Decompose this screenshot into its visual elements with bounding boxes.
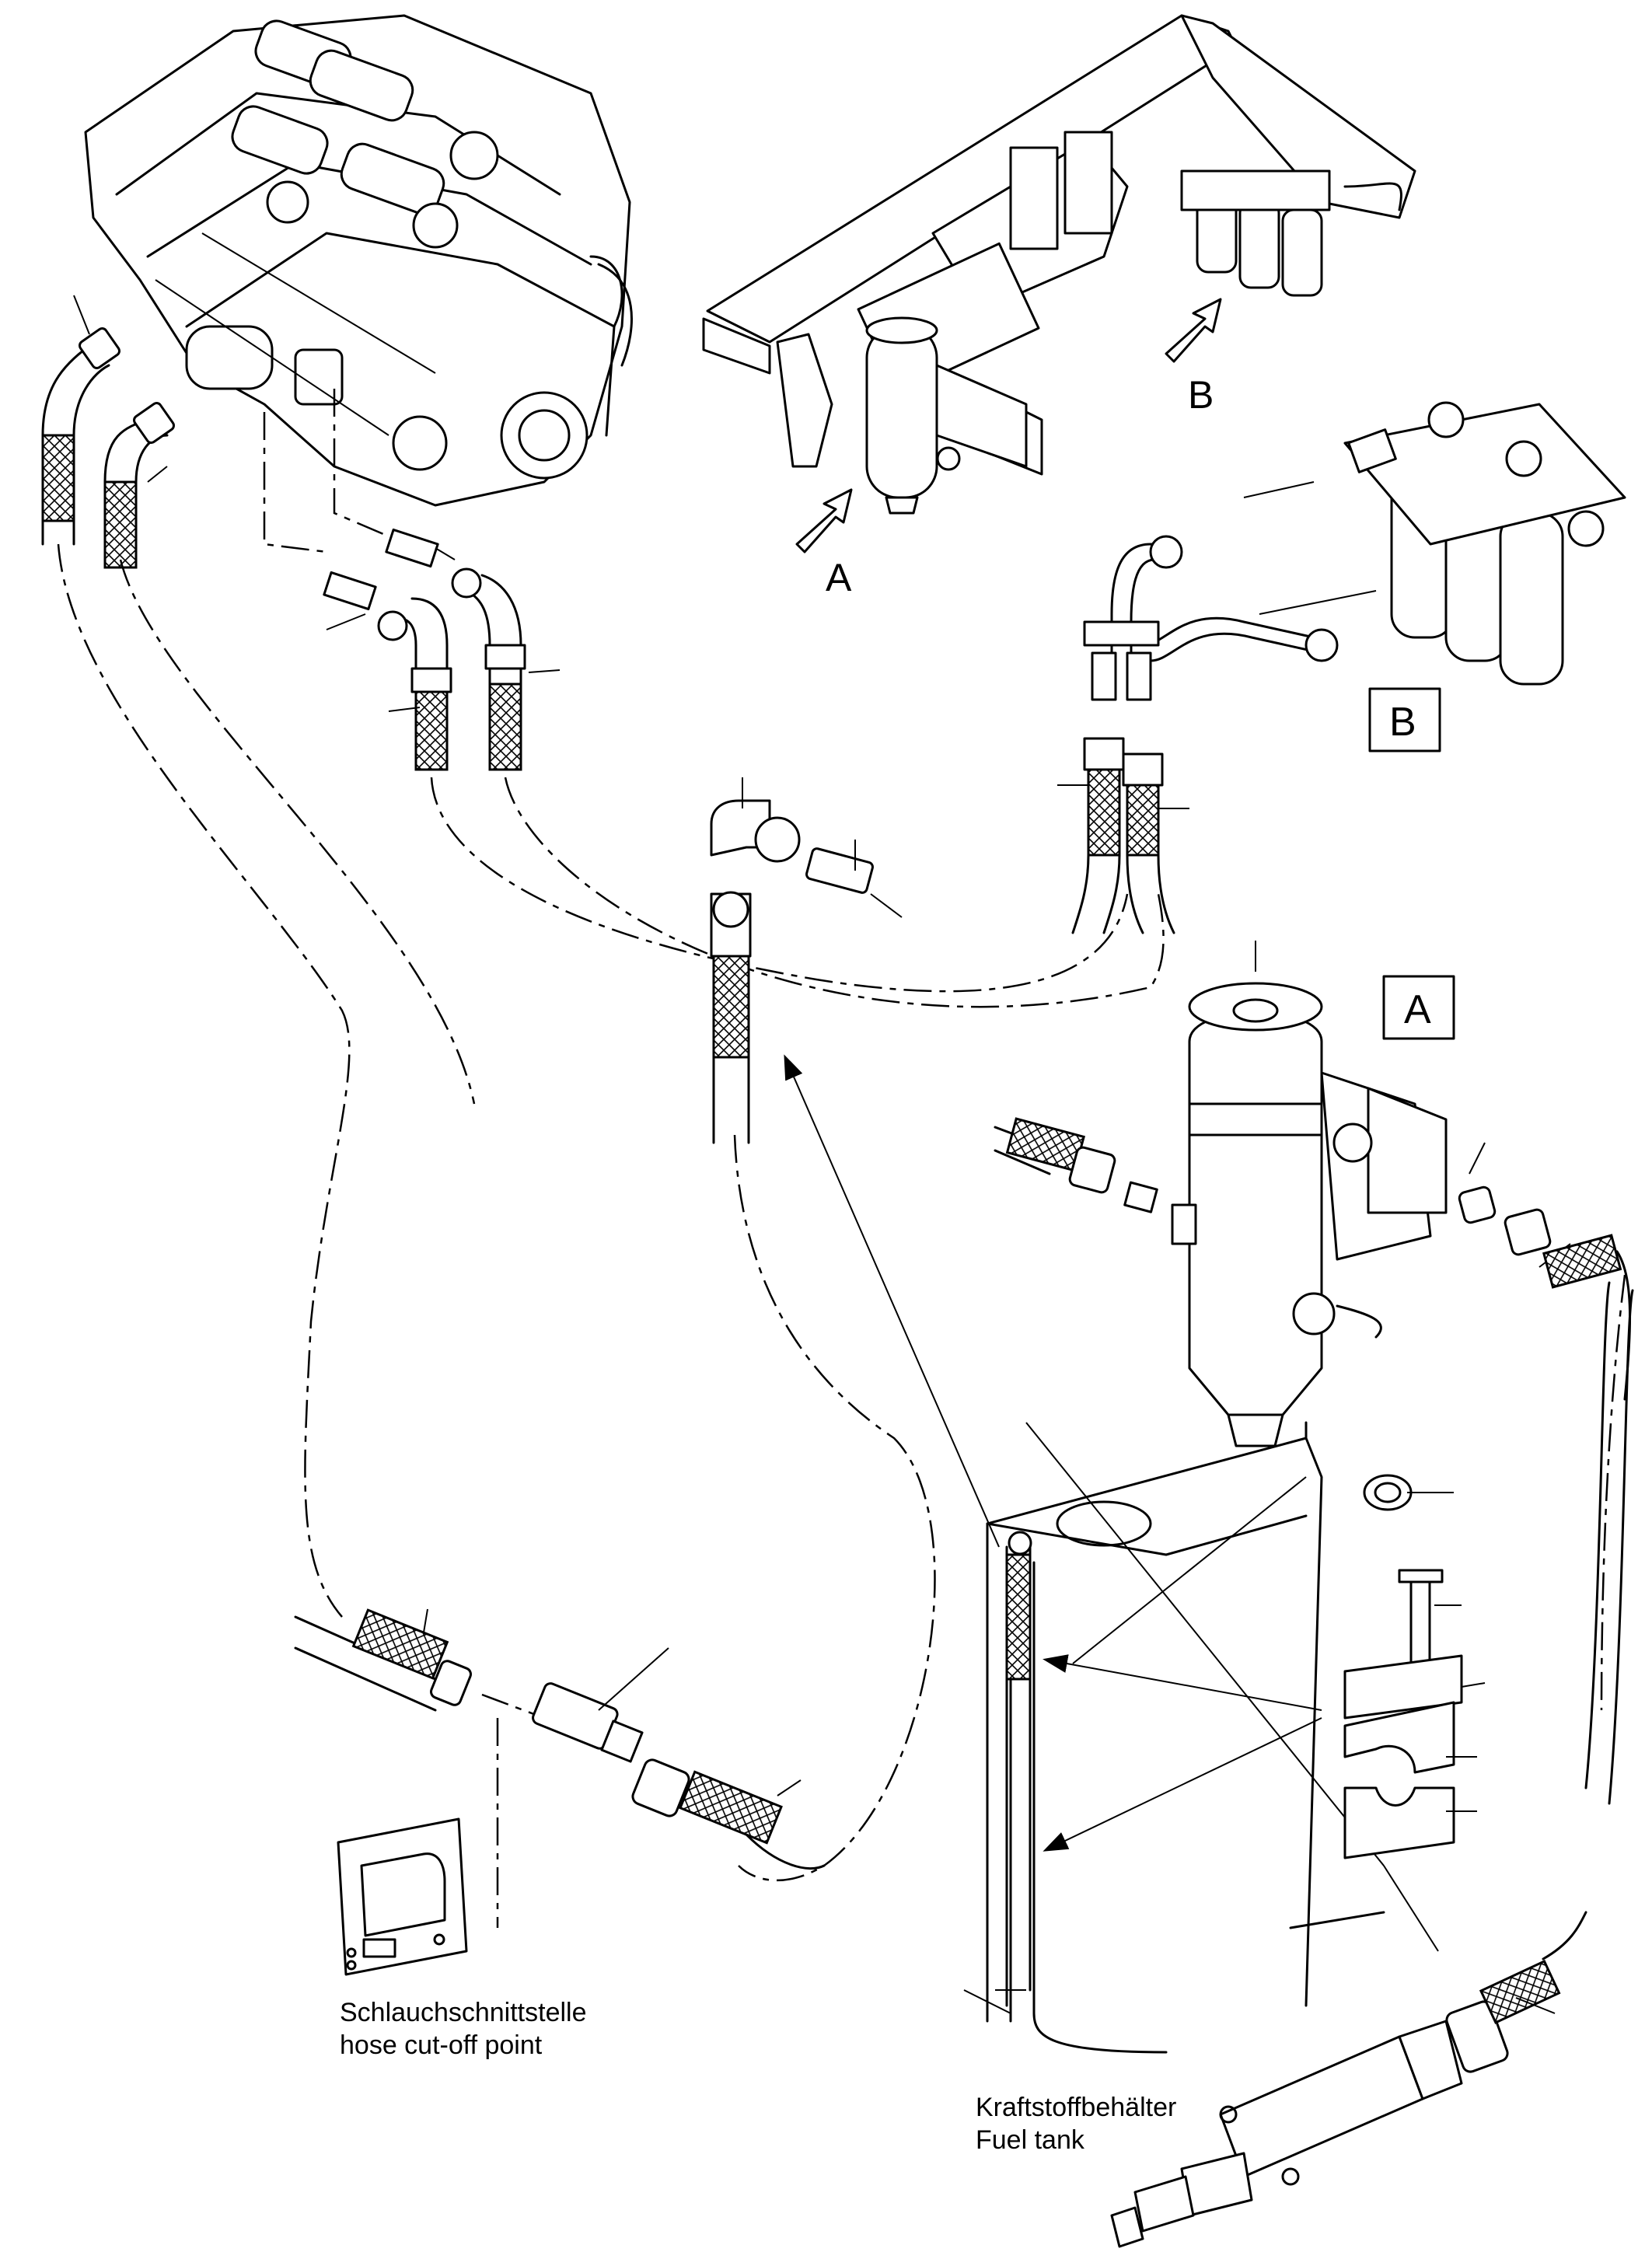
hose-cutoff-assembly bbox=[294, 1608, 826, 1928]
mounting-hardware bbox=[1343, 1474, 1486, 1859]
hose-cutoff-symbol bbox=[337, 1817, 468, 1976]
view-b-arrow bbox=[1165, 298, 1222, 363]
inline-valve bbox=[1110, 1911, 1587, 2248]
view-a-arrow bbox=[795, 488, 853, 553]
detail-a-letter: A bbox=[1404, 987, 1431, 1032]
pointer-to-elbow bbox=[784, 1054, 1000, 1548]
detail-b-box bbox=[1368, 687, 1441, 752]
pointer-clamp-1 bbox=[1043, 1654, 1322, 1711]
centre-hose-assembly bbox=[710, 777, 903, 1144]
detail-a-water-separator bbox=[1171, 941, 1571, 1447]
pointer-clamp-2 bbox=[1043, 1717, 1322, 1852]
detail-b-filter-bank bbox=[1057, 401, 1626, 934]
hose-cutoff-caption-de: Schlauchschnittstelle bbox=[340, 1998, 587, 2027]
detail-a-box bbox=[1382, 975, 1455, 1040]
fuel-tank-caption-de: Kraftstoffbehälter bbox=[976, 2093, 1176, 2122]
hose-cutoff-caption-en: hose cut-off point bbox=[340, 2030, 543, 2060]
view-a-label: A bbox=[826, 556, 852, 599]
hose-routing-dashed bbox=[57, 389, 1165, 1882]
view-b-label: B bbox=[1188, 373, 1214, 417]
fuel-tank bbox=[963, 1421, 1439, 2054]
filter-a-hoses bbox=[994, 1117, 1634, 1805]
fuel-tank-caption-en: Fuel tank bbox=[976, 2125, 1085, 2155]
engine-hoses bbox=[41, 295, 561, 771]
detail-b-letter: B bbox=[1389, 700, 1416, 745]
engine-illustration bbox=[84, 14, 633, 507]
chassis-illustration bbox=[702, 14, 1416, 515]
